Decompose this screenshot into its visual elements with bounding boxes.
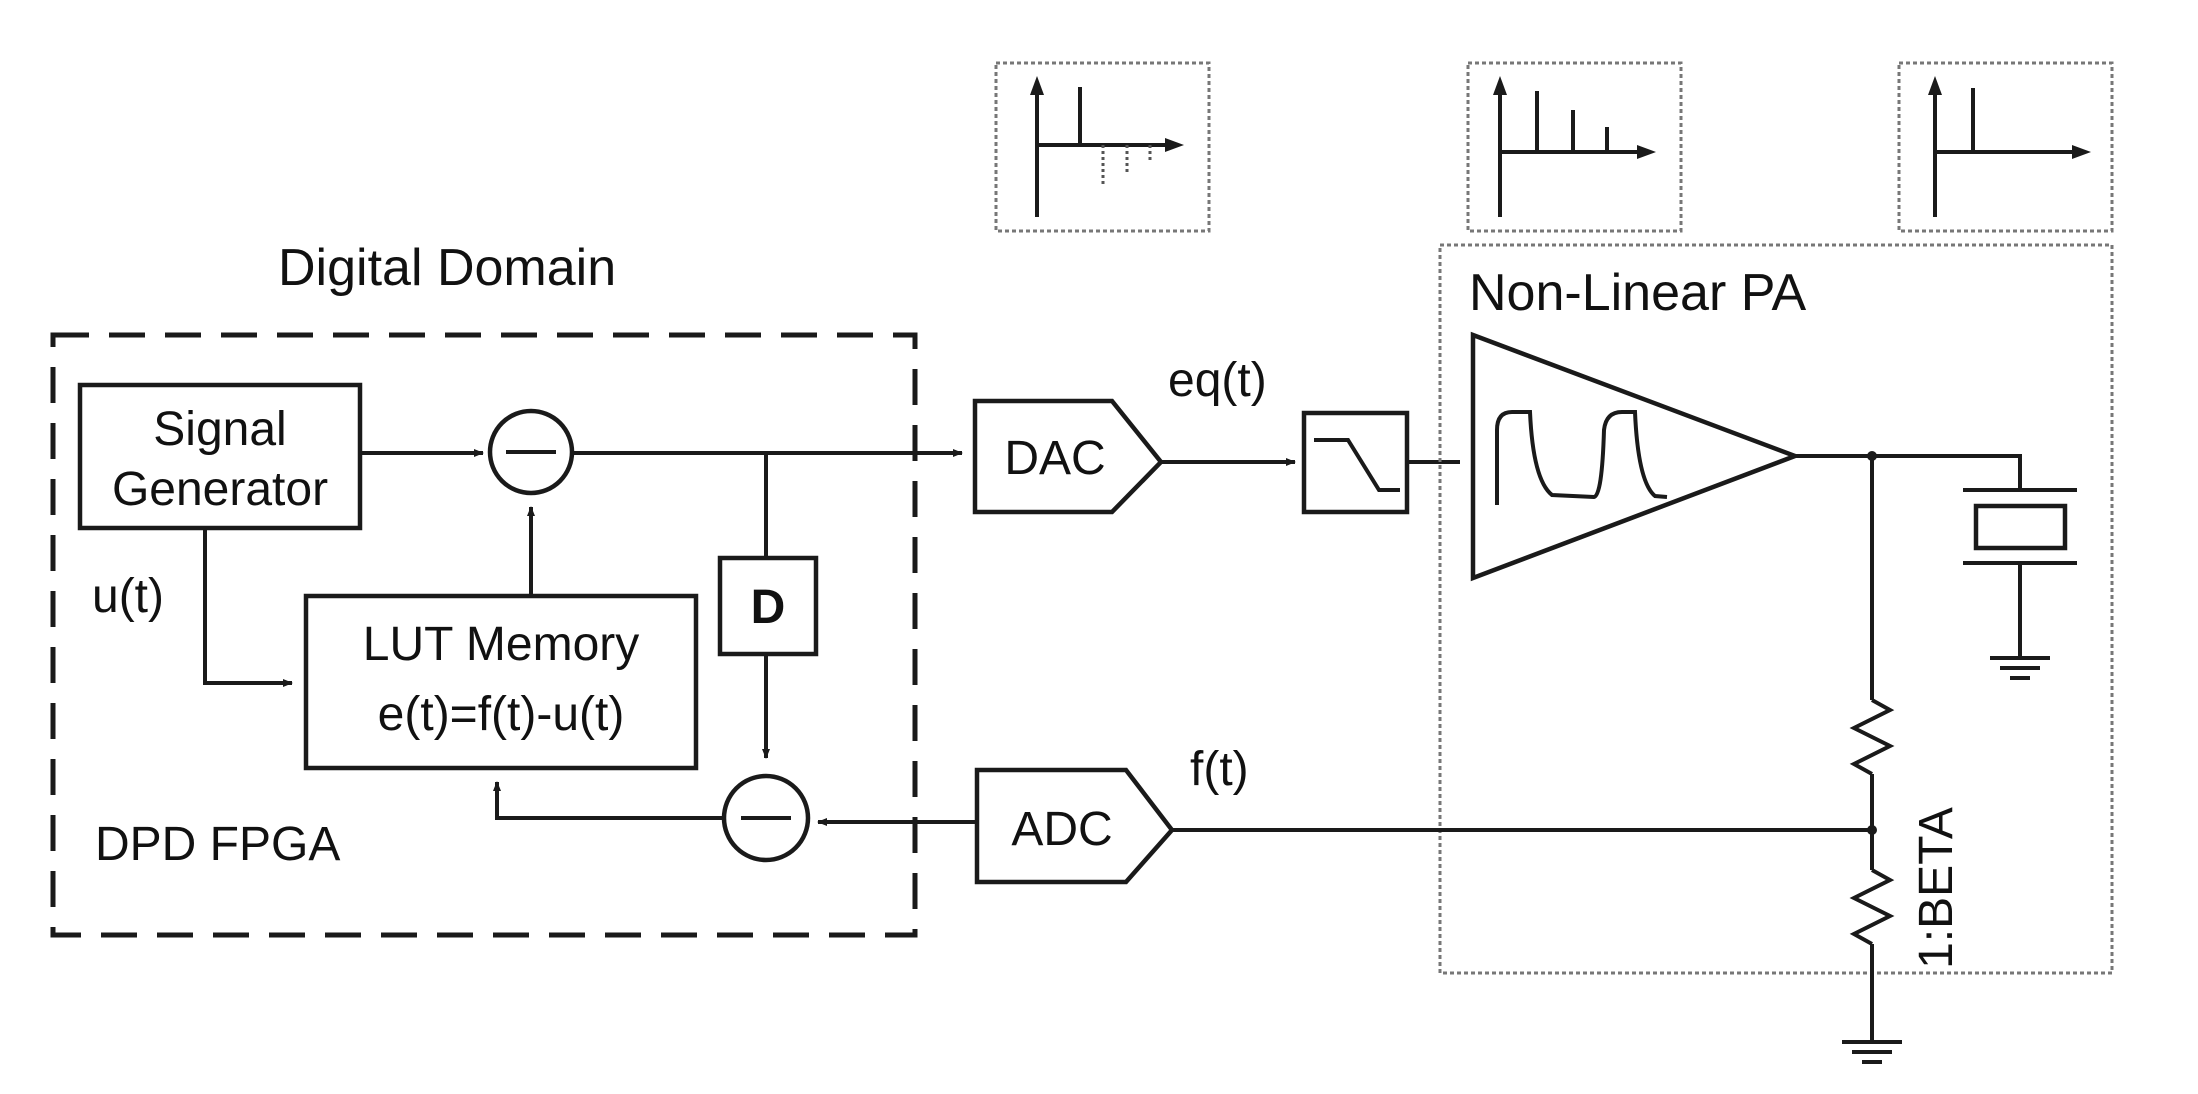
digital-domain-label: Digital Domain bbox=[278, 239, 616, 297]
lut-equation-label: e(t)=f(t)-u(t) bbox=[378, 688, 625, 741]
non-linear-pa-label: Non-Linear PA bbox=[1469, 264, 1807, 322]
spectrum-icon-predistorted bbox=[996, 63, 1209, 231]
spectrum-icon-linearized bbox=[1899, 63, 2112, 231]
divider-ratio-label: 1:BETA bbox=[1910, 807, 1963, 969]
pa-output-wire bbox=[1795, 456, 2020, 490]
spectrum-icon-distorted bbox=[1468, 63, 1681, 231]
f-t-label: f(t) bbox=[1190, 743, 1249, 796]
eq-t-label: eq(t) bbox=[1168, 354, 1267, 407]
low-pass-filter-block bbox=[1304, 413, 1407, 512]
lut-memory-label: LUT Memory bbox=[363, 618, 640, 671]
u-t-wire bbox=[205, 528, 292, 683]
signal-generator-label-line1: Signal bbox=[153, 403, 286, 456]
dac-label: DAC bbox=[1004, 432, 1105, 485]
dpd-fpga-label: DPD FPGA bbox=[95, 818, 340, 871]
lower-resistor-icon bbox=[1854, 870, 1890, 944]
power-amplifier-triangle bbox=[1473, 335, 1795, 578]
adc-label: ADC bbox=[1011, 803, 1112, 856]
subtractor-to-lut-wire bbox=[497, 782, 724, 818]
u-t-label: u(t) bbox=[92, 570, 164, 623]
non-linear-pa-boundary bbox=[1440, 245, 2112, 973]
load-ground-icon bbox=[1990, 658, 2050, 678]
signal-generator-label-line2: Generator bbox=[112, 463, 328, 516]
delay-label: D bbox=[751, 581, 786, 634]
upper-resistor-icon bbox=[1854, 700, 1890, 774]
divider-ground-icon bbox=[1842, 1042, 1902, 1062]
load-body bbox=[1976, 506, 2065, 548]
